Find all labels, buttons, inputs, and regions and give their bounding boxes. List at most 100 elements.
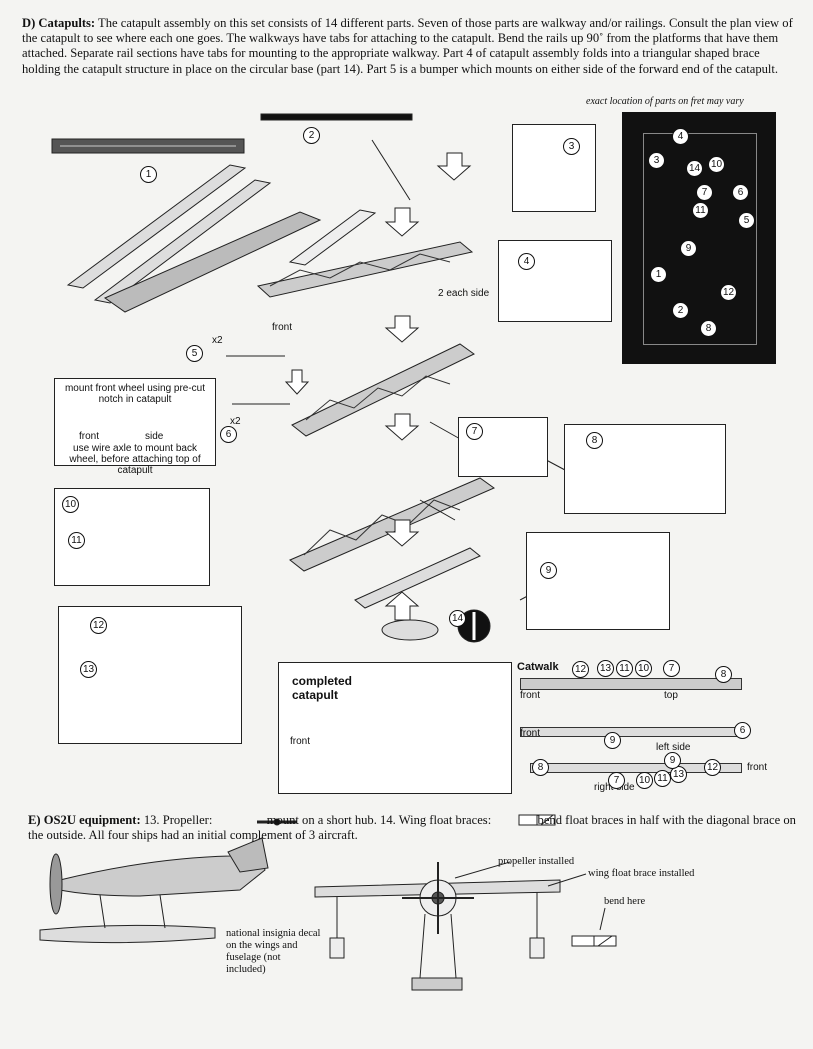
- front-right-label: front: [747, 762, 768, 773]
- brace-symbol-b: [536, 814, 556, 826]
- fret-label-10: 10: [708, 156, 725, 173]
- section-e-part14b: bend float braces in half with the diago…: [28, 813, 796, 843]
- callout-6: 6: [220, 426, 237, 443]
- completed-front-label: front: [290, 736, 311, 747]
- fret-label-12: 12: [720, 284, 737, 301]
- catapult-rail-section: [354, 547, 481, 609]
- catwalk-left-strip: [520, 727, 742, 737]
- section-d-heading: D) Catapults:: [22, 16, 96, 30]
- catwalk-9-right: 9: [664, 752, 681, 769]
- wheel-side-label: side: [145, 431, 164, 442]
- callout-14: 14: [449, 610, 466, 627]
- part-9-number: 9: [540, 562, 557, 579]
- fret-label-3: 3: [648, 152, 665, 169]
- fret-panel: [622, 112, 776, 364]
- catwalk-7: 7: [663, 660, 680, 677]
- label-x2-b: x2: [230, 416, 241, 427]
- fret-label-14: 14: [686, 160, 703, 177]
- fret-label-9: 9: [680, 240, 697, 257]
- part-14-base: [381, 619, 439, 641]
- fret-label-7: 7: [696, 184, 713, 201]
- walkway-3: [103, 211, 322, 313]
- walkway-1: [66, 164, 247, 289]
- part-3-box: [512, 124, 596, 212]
- section-d-body: The catapult assembly on this set consis…: [22, 16, 793, 76]
- part-12-number: 12: [90, 617, 107, 634]
- bend-brace-a: [571, 935, 595, 947]
- walkway-2: [93, 179, 272, 304]
- wing-float-brace-label: wing float brace installed: [588, 868, 695, 879]
- catwalk-6: 6: [734, 722, 751, 739]
- part-13-number: 13: [80, 661, 97, 678]
- section-d-text: D) Catapults: The catapult assembly on t…: [22, 16, 800, 77]
- part-8-number: 8: [586, 432, 603, 449]
- part-2-bar: [260, 113, 413, 121]
- part-7-number: 7: [466, 423, 483, 440]
- label-x2-a: x2: [212, 335, 223, 346]
- part-3-number: 3: [563, 138, 580, 155]
- arrow-down-7: [284, 369, 310, 395]
- part-4-box: [498, 240, 612, 322]
- catwalk-10: 10: [635, 660, 652, 677]
- fret-label-4: 4: [672, 128, 689, 145]
- callout-5: 5: [186, 345, 203, 362]
- catwalk-top-label: top: [664, 690, 678, 701]
- arrow-down-4: [384, 519, 420, 547]
- walkway-4: [288, 209, 377, 266]
- wheel-front-label: front: [79, 431, 100, 442]
- callout-1: 1: [140, 166, 157, 183]
- catwalk-top-strip: [520, 678, 742, 690]
- part-11-number: 11: [68, 532, 85, 549]
- catwalk-front-side: front: [520, 728, 541, 739]
- arrow-down-6: [436, 152, 472, 181]
- section-e-part13: 13. Propeller:: [143, 813, 213, 827]
- catwalk-8: 8: [715, 666, 732, 683]
- catwalk-10-right: 10: [636, 772, 653, 789]
- wheel-note: mount front wheel using pre-cut notch in…: [64, 383, 206, 405]
- propeller-installed-label: propeller installed: [498, 856, 575, 867]
- left-side-label: left side: [656, 742, 691, 753]
- axle-note: use wire axle to mount back wheel, befor…: [69, 443, 201, 476]
- fret-note: exact location of parts on fret may vary: [586, 96, 744, 107]
- fret-label-6: 6: [732, 184, 749, 201]
- part-9-box: [526, 532, 670, 630]
- catwalk-right-strip: [530, 763, 742, 773]
- fret-label-8: 8: [700, 320, 717, 337]
- fret-label-1: 1: [650, 266, 667, 283]
- catapult-truss-upper: [256, 241, 474, 298]
- catwalk-8-right: 8: [532, 759, 549, 776]
- arrow-down-2: [384, 315, 420, 343]
- label-two-each-side: 2 each side: [438, 288, 490, 299]
- catwalk-front-top: front: [520, 690, 541, 701]
- label-front: front: [272, 322, 293, 333]
- fret-label-11: 11: [692, 202, 709, 219]
- catwalk-9-left: 9: [604, 732, 621, 749]
- catwalk-11: 11: [616, 660, 633, 677]
- arrow-down-3: [384, 413, 420, 441]
- section-e-part13b: mount on a short hub. 14. Wing float bra…: [266, 813, 492, 827]
- insignia-note: national insignia decal on the wings and…: [226, 928, 321, 975]
- catwalk-title: Catwalk: [517, 661, 559, 673]
- bend-here-label: bend here: [604, 896, 646, 907]
- catwalk-12-right: 12: [704, 759, 721, 776]
- section-e-heading: E) OS2U equipment:: [28, 813, 141, 827]
- completed-catapult-label: completed catapult: [292, 674, 353, 702]
- catwalk-13: 13: [597, 660, 614, 677]
- fret-label-2: 2: [672, 302, 689, 319]
- section-e-text: E) OS2U equipment: 13. Propeller: mount …: [28, 813, 800, 843]
- catwalk-12: 12: [572, 661, 589, 678]
- fret-label-5: 5: [738, 212, 755, 229]
- callout-2: 2: [303, 127, 320, 144]
- completed-catapult-box: [278, 662, 512, 794]
- aircraft-side-view: [39, 837, 269, 944]
- wheel-note-box: mount front wheel using pre-cut notch in…: [54, 378, 216, 476]
- aircraft-front-view: [314, 861, 587, 991]
- part-4-number: 4: [518, 253, 535, 270]
- catapult-truss-lower: [289, 477, 496, 572]
- catwalk-11-right: 11: [654, 770, 671, 787]
- arrow-down-1: [384, 207, 420, 237]
- arrow-up-5: [384, 591, 420, 621]
- catwalk-7-right: 7: [608, 772, 625, 789]
- part-10-number: 10: [62, 496, 79, 513]
